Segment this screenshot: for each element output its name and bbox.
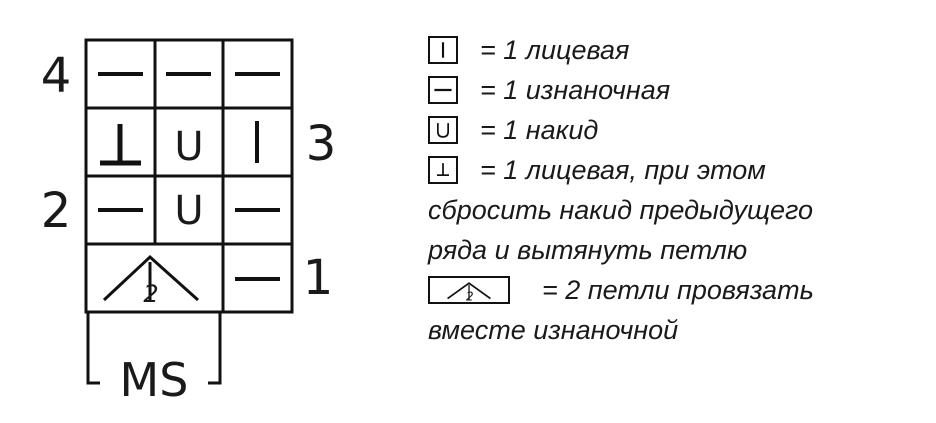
legend-knit-icon — [428, 36, 458, 64]
legend-yarn-over-text: = 1 накид — [480, 115, 599, 145]
cell-r3-c2-yarn-over-icon: U — [174, 124, 203, 170]
legend-knit-drop-yo-icon — [428, 156, 458, 184]
legend-row-knit-drop-yo: = 1 лицевая, при этом — [428, 150, 928, 190]
row-number-3: 3 — [306, 116, 337, 172]
legend-yarn-over-icon — [428, 116, 458, 144]
legend-row-knit-drop-yo-cont-1: сбросить накид предыдущего — [428, 190, 928, 230]
ms-bracket-right — [208, 312, 222, 385]
cell-r2-c2-yarn-over-icon: U — [174, 188, 203, 234]
stitch-chart: U U 2 4 3 2 1 MS — [41, 38, 337, 407]
legend-purl-2-together-text-1: = 2 петли провязать — [542, 275, 814, 305]
row-number-4: 4 — [41, 48, 72, 104]
legend-row-yarn-over: = 1 накид — [428, 110, 928, 150]
legend-row-purl-2-together-cont: вместе изнаночной — [428, 310, 928, 350]
legend-row-purl-2-together: 2 = 2 петли провязать — [428, 270, 928, 310]
legend-purl-2-together-text-2: вместе изнаночной — [428, 315, 679, 345]
legend-knit-drop-yo-text-1: = 1 лицевая, при этом — [480, 155, 766, 185]
row-number-1: 1 — [303, 250, 334, 306]
p2tog-number-label: 2 — [143, 280, 158, 308]
ms-bracket-label: MS — [120, 353, 189, 407]
legend-row-knit: = 1 лицевая — [428, 30, 928, 70]
legend-row-purl: = 1 изнаночная — [428, 70, 928, 110]
legend-knit-drop-yo-text-2: сбросить накид предыдущего — [428, 195, 814, 225]
legend-knit-text: = 1 лицевая — [480, 35, 630, 65]
legend-purl-text: = 1 изнаночная — [480, 75, 671, 105]
legend-row-knit-drop-yo-cont-2: ряда и вытянуть петлю — [428, 230, 928, 270]
row-number-2: 2 — [41, 183, 72, 239]
legend-purl-2-together-icon: 2 — [428, 276, 510, 304]
legend-knit-drop-yo-text-3: ряда и вытянуть петлю — [428, 235, 748, 265]
legend-p2tog-number: 2 — [466, 289, 474, 302]
legend: = 1 лицевая = 1 изнаночная = 1 накид = 1… — [428, 30, 928, 350]
ms-bracket-left — [86, 312, 100, 385]
cell-r3-c1-knit-drop-yo-icon — [100, 124, 141, 166]
legend-purl-icon — [428, 76, 458, 104]
cell-r1-purl-2-together-icon: 2 — [102, 254, 200, 308]
